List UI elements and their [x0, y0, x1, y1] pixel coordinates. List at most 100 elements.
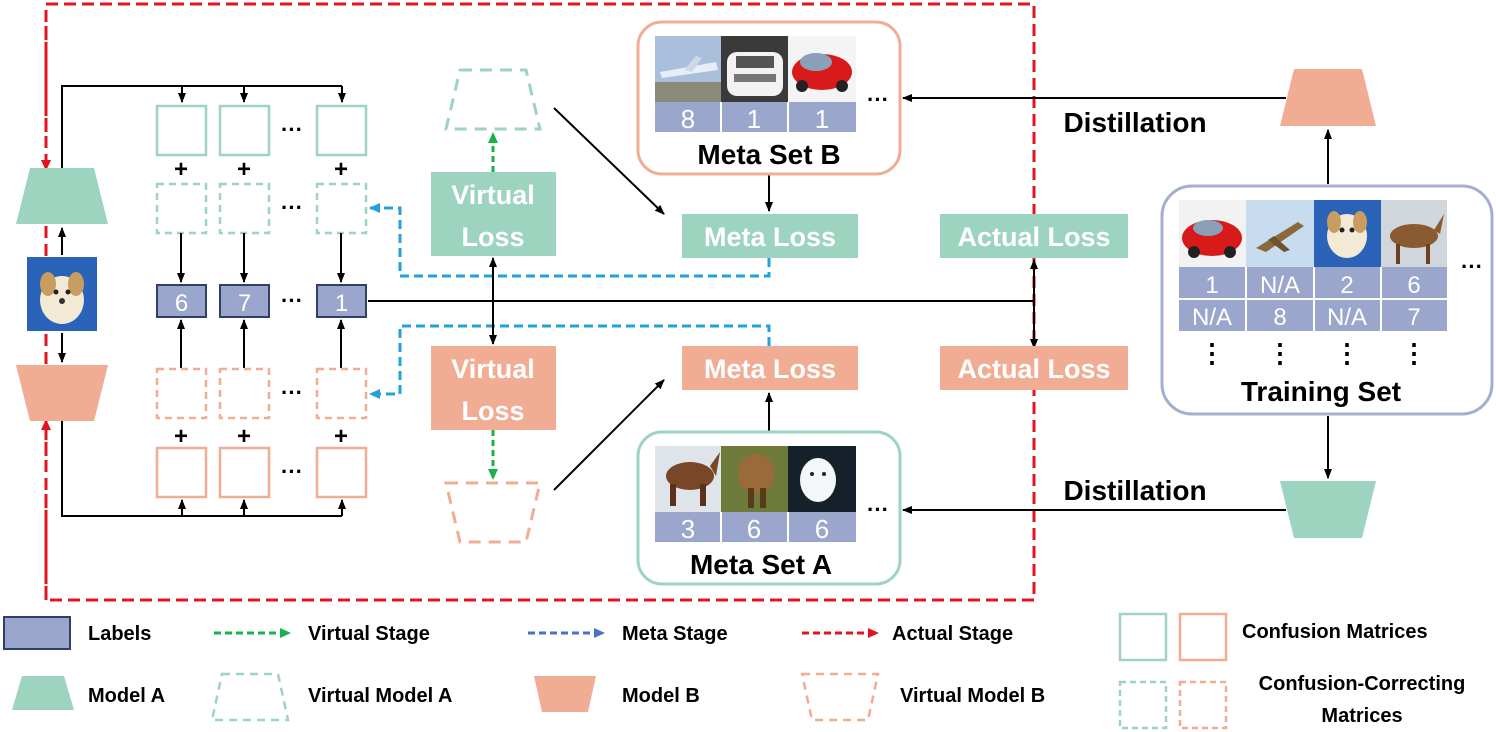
training-set-ellipsis: ··· — [1461, 254, 1483, 279]
label-box-3: 1 — [316, 284, 367, 318]
legend-virtual-model-b-shape — [800, 672, 880, 722]
legend-correcting-text-2: Matrices — [1321, 705, 1402, 727]
actual-loss-bottom-box: Actual Loss — [940, 346, 1128, 390]
meta-loss-top-text: Meta Loss — [704, 222, 836, 252]
virtual-loss-b-box: Virtual Loss — [431, 346, 556, 430]
meta-loss-bottom-text: Meta Loss — [704, 354, 836, 384]
training-r2-c1: N/A — [1192, 304, 1232, 331]
plus-b-2: + — [237, 423, 251, 450]
training-red-car-image — [1179, 200, 1246, 267]
correcting-matrix-b-3 — [315, 367, 368, 420]
correcting-matrix-a-2 — [218, 182, 271, 235]
ellipsis-top-row: ··· — [281, 117, 303, 142]
legend-correcting-teal — [1118, 680, 1168, 730]
training-vdots-3: ⋮ — [1334, 338, 1360, 368]
virtual-loss-a-line1: Virtual — [451, 180, 535, 210]
meta-set-b-label-3: 1 — [815, 104, 829, 134]
meta-set-a-panel: 3 6 6 Meta Set A — [636, 430, 902, 586]
input-dog-image — [27, 257, 97, 331]
plus-a-3: + — [334, 156, 348, 183]
training-deer-image — [1381, 200, 1447, 267]
confusion-matrix-a-3 — [315, 104, 368, 157]
ellipsis-label-row: ··· — [281, 288, 303, 313]
virtual-loss-a-box: Virtual Loss — [431, 172, 556, 256]
meta-set-a-title: Meta Set A — [690, 549, 832, 580]
meta-set-a-ellipsis: ··· — [867, 497, 889, 522]
meta-loss-top-box: Meta Loss — [682, 214, 858, 258]
distillation-bottom-label: Distillation — [1063, 475, 1206, 506]
white-car-image — [721, 36, 788, 102]
legend-correcting-salmon — [1178, 680, 1228, 730]
legend-confusion-teal — [1118, 612, 1168, 662]
training-set-panel: 1 N/A 2 6 N/A 8 N/A 7 ⋮ ⋮ ⋮ ⋮ Training S… — [1160, 184, 1494, 416]
training-vdots-1: ⋮ — [1199, 338, 1225, 368]
training-r1-c2: N/A — [1260, 272, 1300, 299]
meta-set-a-label-3: 6 — [815, 514, 829, 544]
legend-labels-text: Labels — [88, 623, 151, 645]
actual-loss-top-box: Actual Loss — [940, 214, 1128, 258]
ellipsis-bottom-row: ··· — [281, 459, 303, 484]
confusion-matrix-b-1 — [155, 446, 208, 499]
horse-2-image — [721, 446, 788, 512]
legend-model-a-shape — [12, 676, 74, 710]
virtual-loss-b-line1: Virtual — [451, 354, 535, 384]
training-dog-image — [1314, 200, 1381, 267]
meta-set-b-panel: 8 1 1 Meta Set B — [636, 20, 902, 176]
legend-model-b-text: Model B — [622, 685, 700, 707]
confusion-matrix-a-1 — [155, 104, 208, 157]
meta-set-b-label-1: 8 — [681, 104, 695, 134]
meta-set-a-label-1: 3 — [681, 514, 695, 544]
training-r1-c1: 1 — [1205, 272, 1218, 299]
training-vdots-4: ⋮ — [1401, 338, 1427, 368]
ellipsis-second-row: ··· — [281, 195, 303, 220]
label-box-1: 6 — [156, 284, 207, 318]
meta-set-b-label-2: 1 — [747, 104, 761, 134]
meta-set-a-label-2: 6 — [747, 514, 761, 544]
meta-arrow-bottom — [369, 324, 771, 399]
model-a-shape — [16, 168, 108, 224]
meta-arrow-top — [369, 203, 771, 278]
legend-confusion-text: Confusion Matrices — [1242, 621, 1428, 643]
plus-b-3: + — [334, 423, 348, 450]
training-jet-image — [1246, 200, 1314, 267]
label-value-3: 1 — [335, 290, 348, 317]
training-vdots-2: ⋮ — [1267, 338, 1293, 368]
correcting-matrix-a-3 — [315, 182, 368, 235]
label-value-2: 7 — [238, 290, 251, 317]
red-car-image — [788, 36, 856, 102]
training-set-title: Training Set — [1241, 376, 1401, 407]
actual-loss-bottom-text: Actual Loss — [957, 354, 1110, 384]
confusion-matrix-a-2 — [218, 104, 271, 157]
airplane-image — [655, 36, 721, 102]
legend-virtual-model-a-text: Virtual Model A — [308, 685, 452, 707]
correcting-matrix-a-1 — [155, 182, 208, 235]
legend-virtual-model-b-text: Virtual Model B — [900, 685, 1045, 707]
legend-confusion-salmon — [1178, 612, 1228, 662]
legend-labels-swatch — [3, 616, 71, 650]
label-box-2: 7 — [219, 284, 270, 318]
actual-loss-top-text: Actual Loss — [957, 222, 1110, 252]
legend-model-b-shape — [534, 676, 596, 712]
virtual-loss-a-line2: Loss — [461, 222, 524, 252]
legend-actual-stage-text: Actual Stage — [892, 623, 1013, 645]
meta-set-b-title: Meta Set B — [697, 139, 840, 170]
training-r1-c3: 2 — [1340, 272, 1353, 299]
training-r1-c4: 6 — [1407, 272, 1420, 299]
plus-a-2: + — [237, 156, 251, 183]
legend-model-a-text: Model A — [88, 685, 165, 707]
teacher-model-b-shape — [1280, 69, 1376, 126]
virtual-model-a-shape — [444, 68, 542, 131]
correcting-matrix-b-2 — [218, 367, 271, 420]
meta-loss-bottom-box: Meta Loss — [682, 346, 858, 390]
plus-a-1: + — [174, 156, 188, 183]
ellipsis-fourth-row: ··· — [281, 380, 303, 405]
white-dog-image — [788, 446, 856, 512]
training-r2-c4: 7 — [1407, 304, 1420, 331]
training-r2-c3: N/A — [1327, 304, 1367, 331]
legend-virtual-model-a-shape — [210, 672, 290, 722]
legend-virtual-stage-text: Virtual Stage — [308, 623, 430, 645]
virtual-loss-b-line2: Loss — [461, 396, 524, 426]
virtual-model-b-shape — [444, 481, 542, 544]
teacher-model-a-shape — [1280, 481, 1376, 538]
